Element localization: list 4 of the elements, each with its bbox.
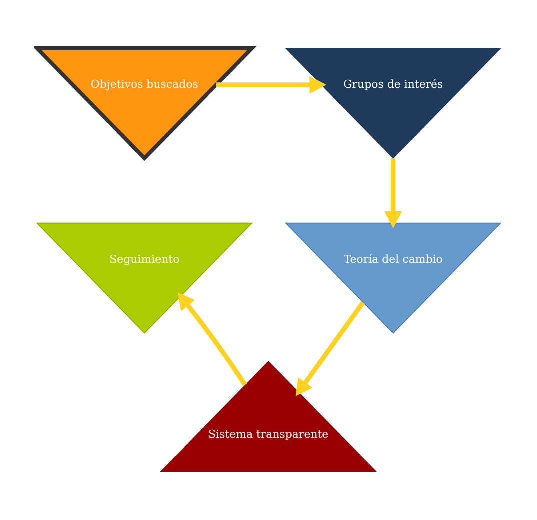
arrow [216, 76, 326, 94]
arrow [384, 158, 402, 228]
arrow [177, 292, 247, 386]
arrow [295, 301, 365, 396]
